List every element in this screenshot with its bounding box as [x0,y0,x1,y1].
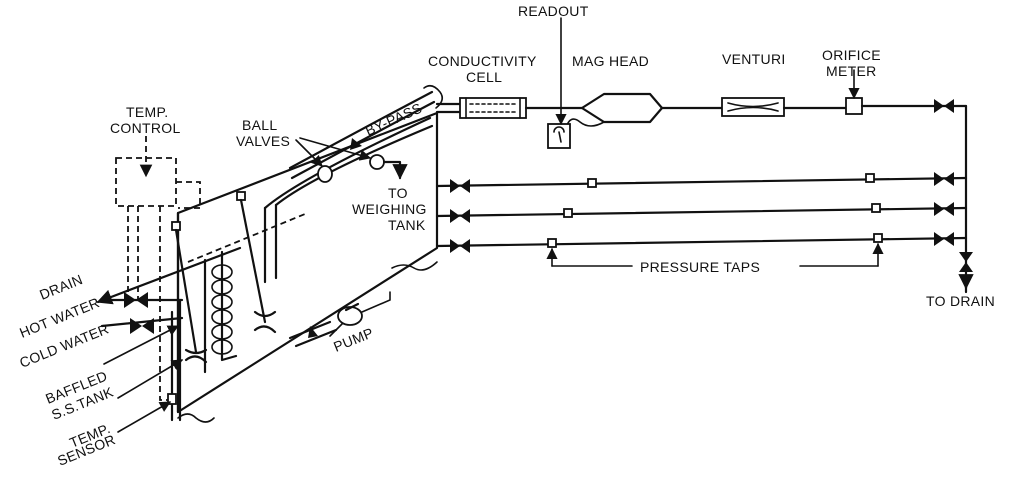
hot-water-valve-icon [124,292,136,308]
conductivity-cell [459,97,527,119]
tap-line-3 [435,236,968,248]
bypass-section: BALL VALVES BY-PASS TO WEIGHING TANK [236,84,444,233]
tap-valve-3-icon [450,239,470,253]
to-weighing-label-2: WEIGHING [352,201,427,217]
tap-line-1 [435,176,968,188]
ball-valve-1-icon [317,165,333,183]
pressure-taps-label: PRESSURE TAPS [640,259,760,275]
tap-line-2 [435,206,968,218]
ball-valves-label-1: BALL [242,117,277,133]
to-weighing-label-3: TANK [388,217,426,233]
orifice-meter [845,97,863,115]
stirrer-left [171,221,208,364]
orifice-label-2: METER [826,63,877,79]
ball-valve-2-icon [369,154,385,170]
mag-head-label: MAG HEAD [572,53,649,69]
mag-head [580,92,664,124]
pressure-tap-6 [873,233,883,243]
temp-control-label-2: CONTROL [110,120,181,136]
conductivity-label-2: CELL [466,69,502,85]
pressure-tap-2 [865,173,875,183]
pressure-tap-4 [871,203,881,213]
bypass-valve-icon [350,138,362,150]
tap-valve-1-icon [450,179,470,193]
bypass-pipe-upper [288,90,434,170]
drain-line [96,246,242,305]
drain-valve-icon [959,252,973,272]
conductivity-label-1: CONDUCTIVITY [428,53,537,69]
to-drain-label: TO DRAIN [926,293,995,309]
stirrer-right [236,191,277,334]
readout-label: READOUT [518,3,589,19]
main-line: READOUT CONDUCTIVITY CELL MAG HEAD VENTU… [428,3,974,294]
ball-valves-label-2: VALVES [236,133,290,149]
tap-valve-2-icon [450,209,470,223]
pump-valve-icon [308,326,318,338]
pressure-tap-1 [587,178,597,188]
venturi-label: VENTURI [722,51,786,67]
pump-section: PUMP [288,291,391,355]
to-weighing-label-1: TO [388,185,408,201]
temp-control-label-1: TEMP. [126,104,168,120]
main-line-valve-icon [934,99,954,113]
temp-sensor-probe [167,393,177,405]
temp-control-box [115,157,177,207]
pressure-tap-3 [563,208,573,218]
pump-icon [337,306,363,326]
tank-bottom-break [177,413,215,423]
cold-water-valve-icon [130,318,142,334]
drain-label: DRAIN [37,271,85,303]
pressure-tap-lines: PRESSURE TAPS TO DRAIN [435,172,995,309]
baffle-line [187,213,306,263]
temp-control: TEMP. CONTROL [110,104,201,405]
heating-coil [203,250,238,374]
pressure-tap-5 [547,238,557,248]
orifice-label-1: ORIFICE [822,47,881,63]
